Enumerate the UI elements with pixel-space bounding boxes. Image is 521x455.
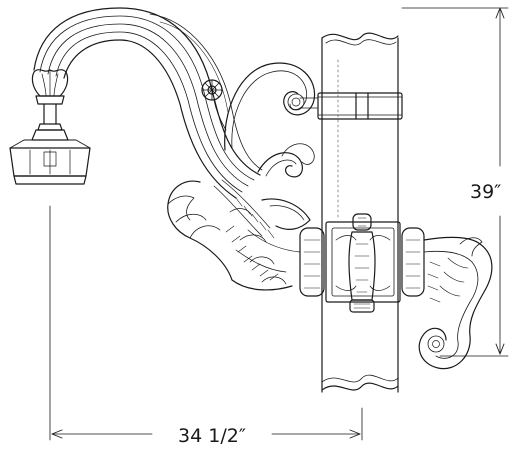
upper-scroll	[224, 62, 319, 151]
rosette-ornament	[201, 79, 227, 131]
lower-bracket	[299, 213, 425, 313]
main-arm	[33, 7, 263, 199]
height-dimension-label: 39″	[470, 181, 501, 203]
width-dimension-label: 34 1/2″	[178, 425, 246, 447]
lantern-fitter	[9, 69, 91, 185]
lower-scroll	[418, 236, 493, 370]
height-dimension-line	[401, 7, 509, 357]
acanthus-leaves	[167, 143, 315, 291]
pole	[321, 32, 399, 393]
upper-band-clamp	[317, 92, 403, 120]
width-dimension-line	[49, 205, 363, 441]
